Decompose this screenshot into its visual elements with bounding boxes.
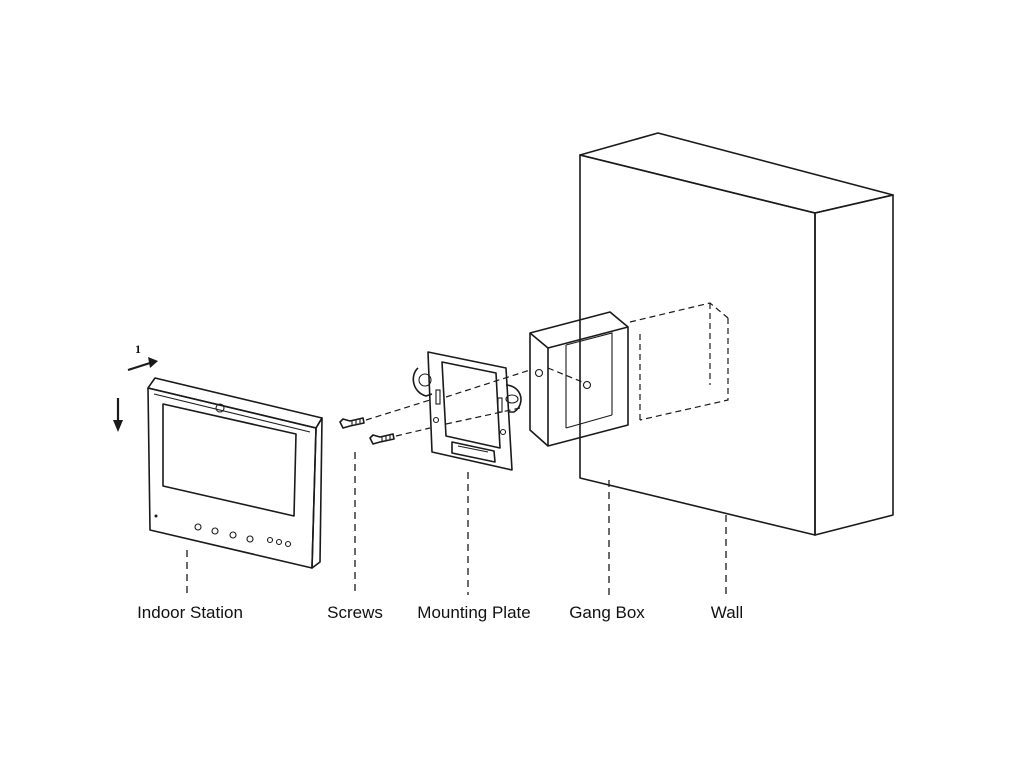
arrow-down-icon (113, 398, 123, 432)
part-labels: Indoor Station Screws Mounting Plate Gan… (137, 603, 743, 622)
step-1-indicator: 1 (127, 342, 158, 372)
step-number-label: 1 (135, 342, 141, 356)
label-screws: Screws (327, 603, 383, 622)
gang-box (529, 302, 729, 447)
arrow-right-icon (127, 357, 158, 372)
alignment-lines (365, 367, 586, 437)
wall (579, 132, 894, 536)
screw-lower (369, 433, 395, 445)
leader-lines (186, 452, 727, 595)
indoor-station (147, 377, 323, 569)
screws (339, 417, 395, 445)
label-wall: Wall (711, 603, 743, 622)
label-indoor-station: Indoor Station (137, 603, 243, 622)
screw-upper (339, 417, 365, 429)
label-mounting-plate: Mounting Plate (417, 603, 530, 622)
label-gang-box: Gang Box (569, 603, 645, 622)
station-buttons (194, 523, 292, 548)
